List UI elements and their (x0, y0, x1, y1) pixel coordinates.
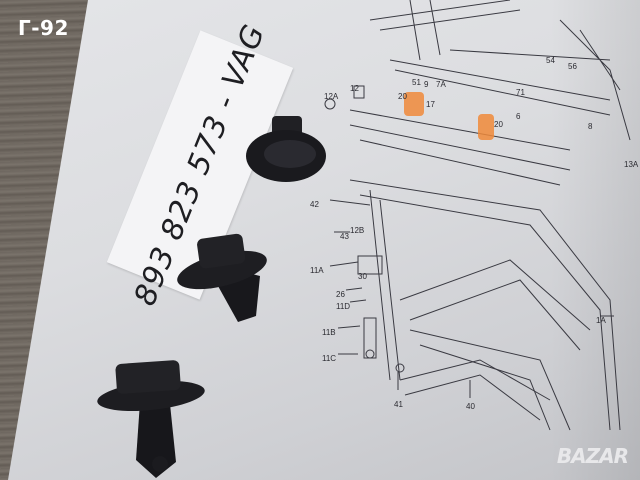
diagram-callout-label: 20 (398, 92, 407, 101)
diagram-callout-label: 43 (340, 232, 349, 241)
diagram-callout-label: 8 (588, 122, 593, 131)
plastic-clip-2 (177, 233, 267, 322)
diagram-callout-label: 11B (322, 328, 336, 337)
bazar-brand-watermark: BAZAR (556, 444, 629, 468)
diagram-callout-label: 17 (426, 100, 435, 109)
diagram-callout-label: 40 (466, 402, 475, 411)
plastic-clip-1 (246, 116, 326, 182)
car-hood-exploded-diagram (324, 0, 631, 431)
diagram-callout-label: 42 (310, 200, 319, 209)
diagram-callout-label: 56 (568, 62, 577, 71)
plastic-clip-3 (97, 360, 205, 478)
diagram-callout-label: 11D (336, 302, 351, 311)
diagram-callout-label: 12B (350, 226, 365, 235)
diagram-callout-label: 71 (516, 88, 525, 97)
diagram-callout-label: 11A (310, 266, 324, 275)
diagram-callout-label: 11C (322, 354, 337, 363)
diagram-callout-label: 6 (516, 112, 521, 121)
listing-code-watermark: Г-92 (18, 16, 69, 40)
diagram-callout-label: 12 (350, 84, 359, 93)
diagram-callout-label: 51 (412, 78, 421, 87)
diagram-callout-label: 1A (596, 316, 606, 325)
paper-shadow (550, 0, 640, 480)
diagram-callout-label: 54 (546, 56, 555, 65)
diagram-callout-label: 30 (358, 272, 367, 281)
diagram-callout-label: 7A (436, 80, 446, 89)
highlighted-part-2 (478, 114, 494, 140)
diagram-callout-label: 20 (494, 120, 503, 129)
diagram-callout-label: 26 (336, 290, 345, 299)
diagram-callout-label: 9 (424, 80, 429, 89)
diagram-callout-label: 13A (624, 160, 639, 169)
diagram-callout-label: 12A (324, 92, 339, 101)
highlighted-part-1 (404, 92, 424, 116)
diagram-callout-label: 41 (394, 400, 403, 409)
